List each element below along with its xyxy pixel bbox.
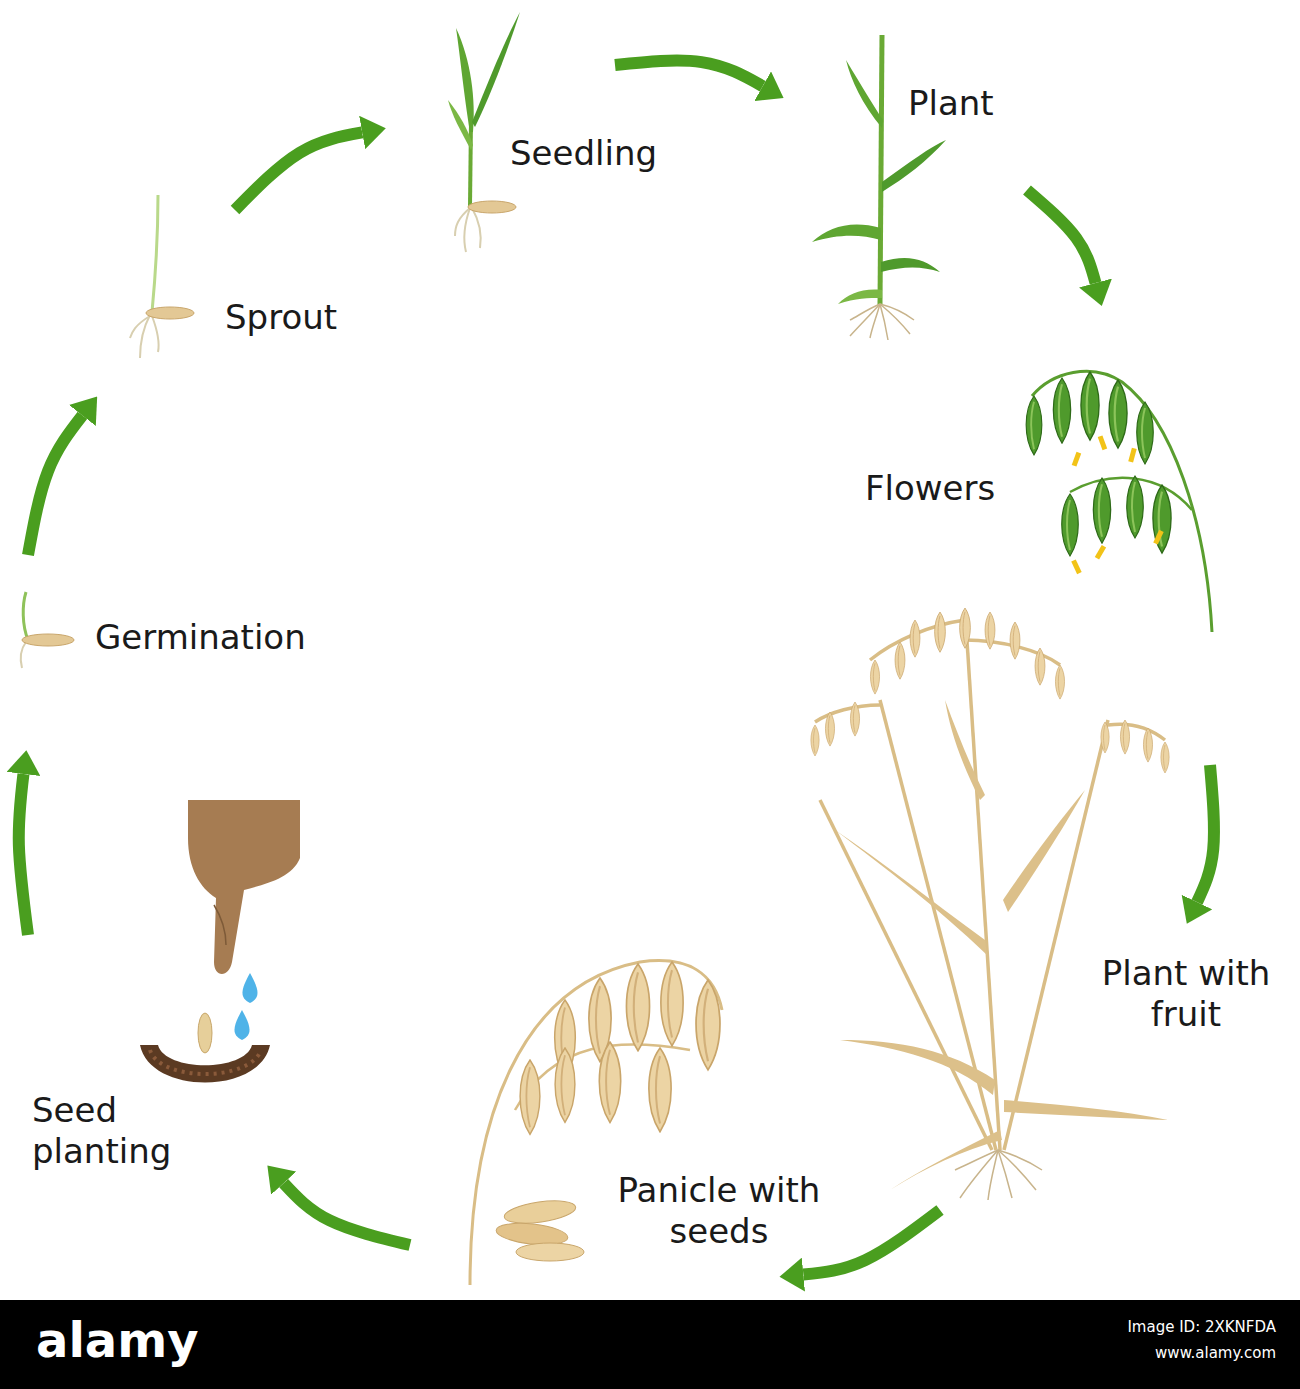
ripe-panicle-figure: [470, 961, 722, 1285]
stage-label: Seed planting: [32, 1090, 207, 1172]
stage-node: Seed planting: [20, 935, 265, 1190]
mature-plant-figure: [811, 608, 1169, 1200]
cycle-arrow: [803, 1210, 940, 1275]
sprout-figure: [130, 195, 194, 358]
cycle-arrow: [1027, 190, 1096, 283]
cycle-arrow: [615, 61, 763, 87]
cycle-arrow: [284, 1183, 410, 1245]
watermark-text: Image ID: 2XKNFDA: [1127, 1318, 1276, 1336]
watermark-text: www.alamy.com: [1155, 1344, 1276, 1362]
stage-label: Panicle with seeds: [590, 1170, 848, 1252]
stage-label: Seedling: [510, 133, 680, 174]
cycle-arrow: [235, 132, 362, 210]
cycle-arrow: [1197, 765, 1214, 902]
stage-label: Germination: [95, 617, 345, 658]
stage-label: Flowers: [865, 468, 1045, 509]
watermark-bar: [0, 1300, 1300, 1389]
watermark-text: alamy: [36, 1312, 199, 1368]
stage-node: Plant: [785, 40, 1027, 340]
cycle-arrow: [19, 774, 28, 935]
stage-node: Panicle with seeds: [410, 1160, 852, 1280]
seed-planting-figure: [140, 800, 300, 1083]
stage-label: Plant: [908, 83, 1023, 124]
stage-node: Seedling: [385, 65, 684, 260]
stage-node: Plant with fruit: [940, 925, 1300, 1210]
stage-node: Flowers: [860, 305, 1225, 765]
cycle-arrow: [28, 415, 82, 555]
stage-node: Sprout: [95, 210, 370, 395]
germination-figure: [21, 592, 74, 668]
young-plant-figure: [812, 35, 946, 340]
seedling-figure: [448, 12, 520, 252]
stage-label: Sprout: [225, 297, 365, 338]
stage-label: Plant with fruit: [1076, 953, 1296, 1035]
stage-node: Germination: [8, 555, 349, 750]
flowering-panicle-figure: [1026, 371, 1212, 632]
